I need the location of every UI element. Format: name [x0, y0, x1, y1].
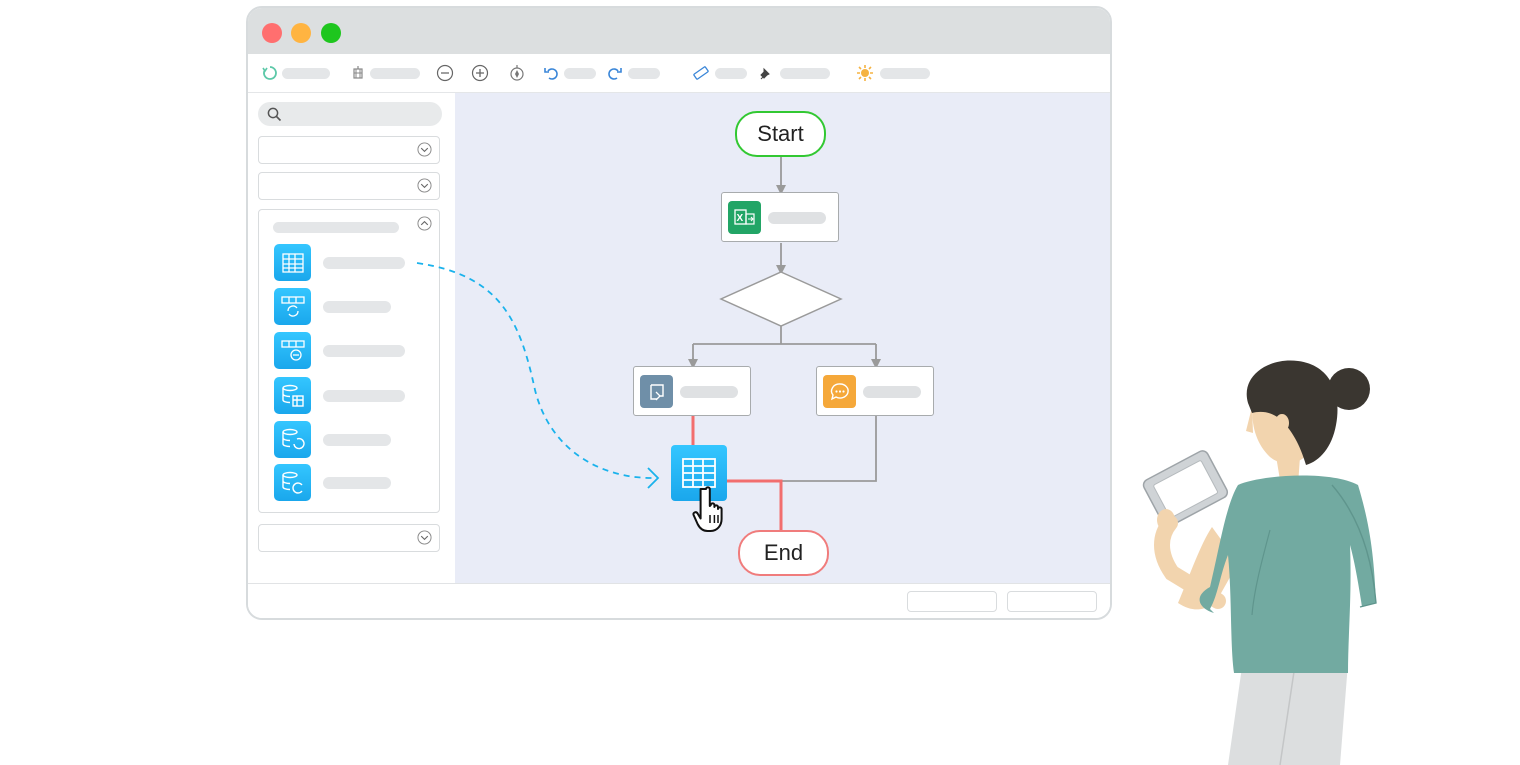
item-label-placeholder — [323, 345, 405, 357]
component-item[interactable] — [274, 464, 444, 502]
zoom-in-icon — [471, 64, 489, 82]
component-item[interactable] — [274, 377, 444, 415]
chevron-up-icon[interactable] — [417, 216, 432, 231]
component-item[interactable] — [274, 421, 444, 459]
category-dropdown-1[interactable] — [258, 136, 440, 164]
item-label-placeholder — [323, 434, 391, 446]
output-icon — [640, 375, 673, 408]
fit-view-button[interactable] — [509, 64, 525, 82]
database-table-icon — [281, 384, 304, 407]
database-refresh-icon — [281, 428, 305, 449]
dropped-table-node[interactable] — [671, 445, 727, 501]
maximize-window-button[interactable] — [321, 23, 341, 43]
end-label: End — [763, 540, 804, 565]
sidebar — [248, 93, 454, 583]
footer-button-2[interactable] — [1007, 591, 1097, 612]
undo-icon — [544, 68, 558, 80]
category-dropdown-3[interactable] — [258, 524, 440, 552]
node-label-placeholder — [680, 386, 738, 398]
node-label-placeholder — [768, 212, 826, 224]
table-icon — [281, 252, 304, 273]
brightness-button[interactable] — [856, 64, 930, 82]
toolbar-crop-button[interactable] — [350, 64, 420, 82]
output-node[interactable] — [633, 366, 751, 416]
title-bar — [248, 8, 1110, 54]
refresh-icon — [262, 66, 277, 80]
zoom-out-icon — [436, 64, 454, 82]
search-icon — [267, 107, 282, 122]
person-illustration — [1142, 360, 1377, 765]
item-label-placeholder — [323, 257, 405, 269]
crop-icon — [353, 66, 363, 79]
connectors — [688, 153, 881, 530]
toolbar-label-placeholder — [628, 67, 660, 79]
start-node[interactable]: Start — [735, 111, 826, 157]
table-remove-icon — [280, 339, 305, 361]
zoom-in-button[interactable] — [471, 64, 489, 82]
pin-button[interactable] — [758, 64, 830, 82]
fit-icon — [510, 65, 524, 81]
flow-canvas[interactable]: Start X End — [455, 93, 1110, 583]
search-input[interactable] — [258, 102, 442, 126]
item-label-placeholder — [323, 301, 391, 313]
zoom-out-button[interactable] — [436, 64, 454, 82]
excel-icon: X — [728, 201, 761, 234]
close-window-button[interactable] — [262, 23, 282, 43]
item-label-placeholder — [323, 390, 405, 402]
undo-button[interactable] — [544, 64, 596, 82]
category-dropdown-2[interactable] — [258, 172, 440, 200]
toolbar-label-placeholder — [282, 67, 330, 79]
chevron-down-icon — [417, 178, 432, 193]
ruler-button[interactable] — [693, 64, 747, 82]
sun-icon — [857, 65, 873, 81]
toolbar-label-placeholder — [880, 67, 930, 79]
toolbar-label-placeholder — [715, 67, 747, 79]
toolbar-refresh-button[interactable] — [262, 64, 330, 82]
toolbar-label-placeholder — [370, 67, 420, 79]
minimize-window-button[interactable] — [291, 23, 311, 43]
toolbar-label-placeholder — [564, 67, 596, 79]
chevron-down-icon — [417, 142, 432, 157]
component-panel — [258, 209, 440, 513]
redo-icon — [608, 68, 622, 80]
start-label: Start — [757, 121, 804, 146]
chevron-down-icon — [417, 530, 432, 545]
table-refresh-icon — [280, 295, 305, 317]
message-node[interactable] — [816, 366, 934, 416]
toolbar-label-placeholder — [780, 67, 830, 79]
hand-cursor-icon — [692, 486, 723, 532]
decision-node[interactable] — [719, 271, 843, 327]
component-item[interactable] — [274, 244, 444, 282]
toolbar — [248, 54, 1110, 93]
message-icon — [823, 375, 856, 408]
pin-icon — [760, 67, 770, 80]
status-footer — [248, 583, 1110, 618]
database-sync-icon — [281, 471, 303, 494]
excel-node[interactable]: X — [721, 192, 839, 242]
item-label-placeholder — [323, 477, 391, 489]
component-item[interactable] — [274, 332, 444, 370]
ruler-icon — [693, 66, 709, 80]
component-item[interactable] — [274, 288, 444, 326]
redo-button[interactable] — [608, 64, 660, 82]
panel-title-placeholder — [273, 222, 399, 233]
footer-button-1[interactable] — [907, 591, 997, 612]
node-label-placeholder — [863, 386, 921, 398]
table-icon — [682, 458, 716, 488]
end-node[interactable]: End — [738, 530, 829, 576]
app-window: Start X End — [246, 6, 1112, 620]
svg-text:X: X — [736, 213, 743, 224]
